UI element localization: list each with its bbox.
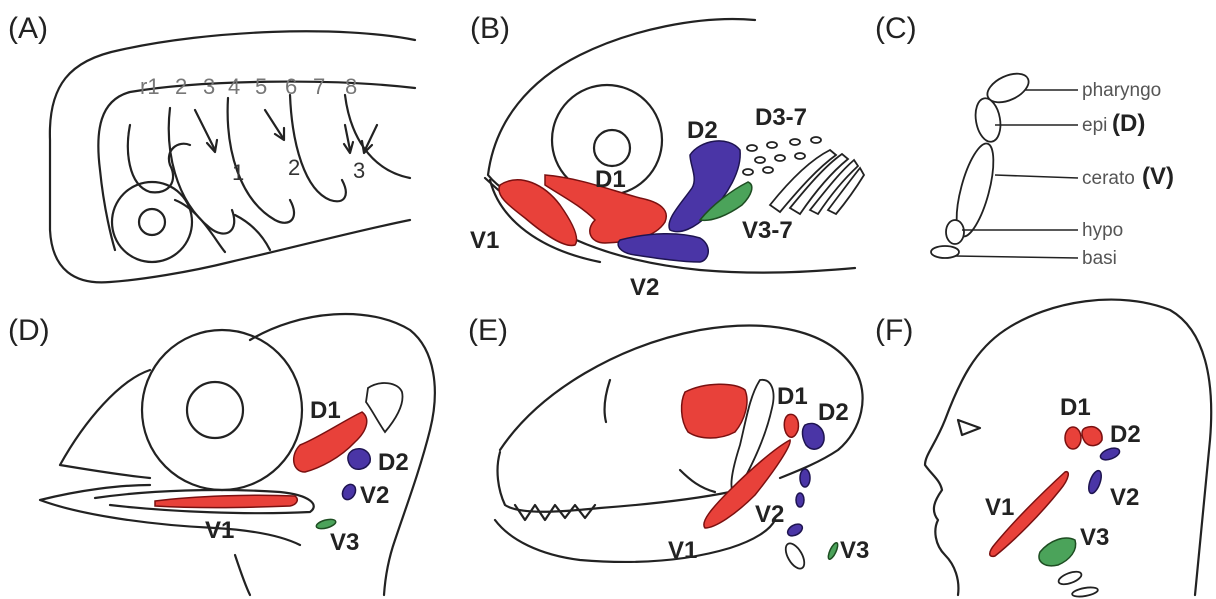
cartilage-v2 (796, 493, 804, 507)
segment-cerato: cerato (1082, 168, 1135, 189)
cartilage-v3 (826, 542, 839, 561)
segment-epi-code: (D) (1112, 110, 1145, 137)
cartilage-v1 (155, 495, 297, 507)
chick-head-outline (40, 314, 435, 595)
label-d1: D1 (595, 166, 626, 193)
otic-element (366, 383, 403, 432)
panel-c-letter: (C) (875, 12, 917, 45)
rhombomere-label: 4 (228, 74, 240, 99)
label-d2: D2 (378, 449, 409, 476)
label-d2: D2 (1110, 421, 1141, 448)
cartilage-d2 (802, 423, 824, 449)
eye-d (142, 330, 302, 490)
label-v2: V2 (360, 482, 389, 509)
rhombomere-label: 3 (203, 74, 215, 99)
label-d2: D2 (818, 399, 849, 426)
cartilage-squamosal (682, 384, 747, 438)
label-v3-7: V3-7 (742, 217, 793, 244)
arch-number: 3 (353, 158, 365, 183)
segment-epi: epi (1082, 115, 1107, 136)
segment-hypo: hypo (1082, 220, 1123, 241)
label-v3: V3 (330, 529, 359, 556)
panel-d-letter: (D) (8, 314, 50, 347)
segment-basi: basi (1082, 248, 1117, 269)
panel-e: (E) D1 D2 V2 V1 V3 (468, 314, 869, 572)
panel-f: (F) D1 D2 V2 V1 V3 (875, 300, 1211, 599)
panel-d: (D) D1 D2 V2 V1 V3 (8, 314, 435, 595)
panel-e-letter: (E) (468, 314, 508, 347)
eye-f (958, 420, 980, 435)
panel-c: (C) pharyngo epi (D) cerato (V) hypo bas… (875, 12, 1174, 269)
rhombomere-label: 8 (345, 74, 357, 99)
label-d3-7: D3-7 (755, 104, 807, 131)
label-v1: V1 (668, 537, 697, 564)
cartilage-d2 (348, 449, 370, 470)
label-v2: V2 (630, 274, 659, 301)
label-v1: V1 (205, 517, 234, 544)
gill-arches (743, 137, 864, 214)
eye-a (112, 182, 192, 262)
panel-b-letter: (B) (470, 12, 510, 45)
embryo-head-outline (50, 31, 415, 282)
label-v1: V1 (985, 494, 1014, 521)
cartilage-v2 (1086, 469, 1104, 495)
label-v2: V2 (1110, 484, 1139, 511)
cartilage-d2 (1099, 446, 1121, 462)
panel-f-letter: (F) (875, 314, 913, 347)
cartilage-v2 (800, 469, 810, 487)
arch-number: 2 (288, 155, 300, 180)
panel-a-letter: (A) (8, 12, 48, 45)
cartilage-d1 (1065, 427, 1081, 449)
segment-cerato-code: (V) (1142, 163, 1174, 190)
panel-b: (B) (470, 12, 864, 301)
cartilage-v3 (1039, 538, 1076, 566)
label-d2: D2 (687, 117, 718, 144)
arch-number: 1 (232, 160, 244, 185)
cartilage-d1b (1082, 427, 1102, 446)
rhombomere-label: r1 (140, 74, 160, 99)
label-v3: V3 (1080, 524, 1109, 551)
panel-a: (A) r1 2 3 4 5 6 7 8 1 2 (8, 12, 415, 282)
label-v3: V3 (840, 537, 869, 564)
label-d1: D1 (310, 397, 341, 424)
cartilage-d1 (784, 414, 798, 437)
rhombomere-label: 7 (313, 74, 325, 99)
rhombomere-label: 5 (255, 74, 267, 99)
cartilage-v2 (340, 482, 358, 502)
rhombomere-label: 6 (285, 74, 297, 99)
segment-pharyngo: pharyngo (1082, 80, 1161, 101)
rhombomere-label: 2 (175, 74, 187, 99)
label-d1: D1 (1060, 394, 1091, 421)
label-d1: D1 (777, 383, 808, 410)
label-v1: V1 (470, 227, 499, 254)
label-v2: V2 (755, 501, 784, 528)
cartilage-v2 (786, 522, 805, 539)
